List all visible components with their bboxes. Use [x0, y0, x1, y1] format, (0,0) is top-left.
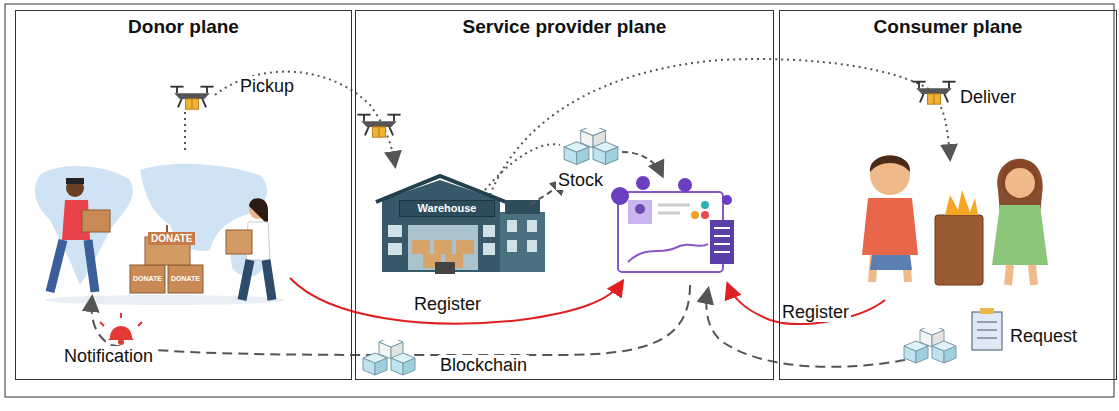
path-label: Blockchain [438, 355, 529, 375]
path-label: Notification [62, 346, 155, 366]
plane-panel: Donor plane [15, 10, 352, 380]
arrow-label: Register [412, 294, 483, 314]
box-label: DONATE [171, 275, 200, 283]
path-label: Deliver [958, 87, 1018, 107]
warehouse-sign: Warehouse [399, 200, 495, 217]
plane-title: Donor plane [16, 16, 351, 38]
sign-text: Warehouse [400, 201, 494, 216]
path-label: Pickup [238, 76, 296, 96]
plane-title: Consumer plane [780, 16, 1116, 38]
donate-sign: DONATE [148, 232, 195, 245]
box-label: DONATE [133, 275, 162, 283]
arrow-label: Register [780, 302, 851, 322]
plane-panel: Service provider planeWarehouse [355, 10, 774, 380]
path-label: Stock [556, 170, 605, 190]
plane-panel: Consumer plane [779, 10, 1117, 380]
plane-title: Service provider plane [356, 16, 773, 38]
path-label: Request [1008, 326, 1079, 346]
